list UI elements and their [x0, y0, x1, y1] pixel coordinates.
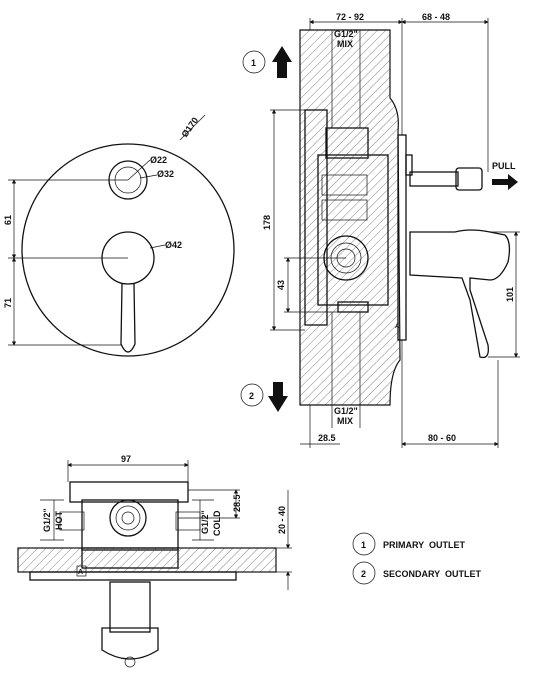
legend: 1 PRIMARY OUTLET 2 SECONDARY OUTLET: [352, 532, 482, 585]
dia-large-label: Ø42: [165, 240, 182, 250]
dim-43: 43: [276, 280, 286, 290]
cartridge-bottom: [109, 499, 147, 537]
dim-bottom-left: 28.5: [318, 433, 336, 443]
arrow-up-icon: [272, 46, 292, 78]
dia-small-inner-label: Ø32: [157, 169, 174, 179]
side-view: 72 - 92 68 - 48 G1/2" MIX 178 43 101 G1/…: [240, 12, 520, 448]
pull-knob: [409, 171, 459, 187]
dim-101: 101: [505, 287, 515, 302]
mix-bottom-label: MIX: [337, 416, 353, 426]
legend-label: PRIMARY OUTLET: [383, 540, 466, 550]
cold-thread: G1/2": [200, 510, 210, 534]
front-view: 61 71 Ø170 Ø22 Ø32 Ø42: [3, 114, 235, 357]
dia-plate-label: Ø170: [179, 115, 200, 139]
dim-lower: 71: [3, 298, 13, 308]
mix-top-thread: G1/2": [334, 29, 358, 39]
svg-text:A: A: [395, 324, 400, 330]
dim-height: 178: [262, 215, 272, 230]
dim-width: 97: [121, 454, 131, 464]
legend-number: 1: [361, 540, 366, 550]
pull-label: PULL: [492, 161, 516, 171]
bottom-view: A 97 G1/2" HOT G1/2" COLD 28.5 20 - 40: [17, 454, 292, 668]
outlet-1-number: 1: [251, 58, 256, 68]
marker-a: A: [78, 569, 83, 576]
outlet-2-badge: [240, 383, 264, 407]
outlet-1-badge: [242, 50, 266, 74]
body-bottom: [81, 499, 179, 551]
legend-number: 2: [361, 569, 366, 579]
mix-top-label: MIX: [337, 39, 353, 49]
dim-bottom-right: 80 - 60: [428, 433, 456, 443]
dia-small-outer-label: Ø22: [150, 155, 167, 165]
legend-label: SECONDARY OUTLET: [383, 569, 482, 579]
lever-side: [409, 229, 511, 359]
lever-bottom: [109, 581, 151, 633]
arrow-down-icon: [268, 382, 288, 412]
hot-thread: G1/2": [42, 508, 52, 532]
dim-top-right: 68 - 48: [422, 12, 450, 22]
outlet-2-number: 2: [249, 391, 254, 401]
hot-label: HOT: [54, 511, 64, 531]
dim-upper: 61: [3, 215, 13, 225]
dim-28-5: 28.5: [232, 494, 242, 512]
valve-body: [317, 154, 389, 306]
legend-item: 1 PRIMARY OUTLET: [352, 532, 466, 556]
dim-top-left: 72 - 92: [336, 12, 364, 22]
pull-arrow-icon: [492, 174, 518, 190]
wall-section: [299, 29, 401, 406]
mixer-lever: [120, 283, 136, 353]
mix-bottom-thread: G1/2": [334, 406, 358, 416]
legend-item: 2 SECONDARY OUTLET: [352, 561, 482, 585]
cold-label: COLD: [212, 510, 222, 536]
cover-plate: [21, 143, 235, 357]
dim-20-40: 20 - 40: [277, 506, 287, 534]
